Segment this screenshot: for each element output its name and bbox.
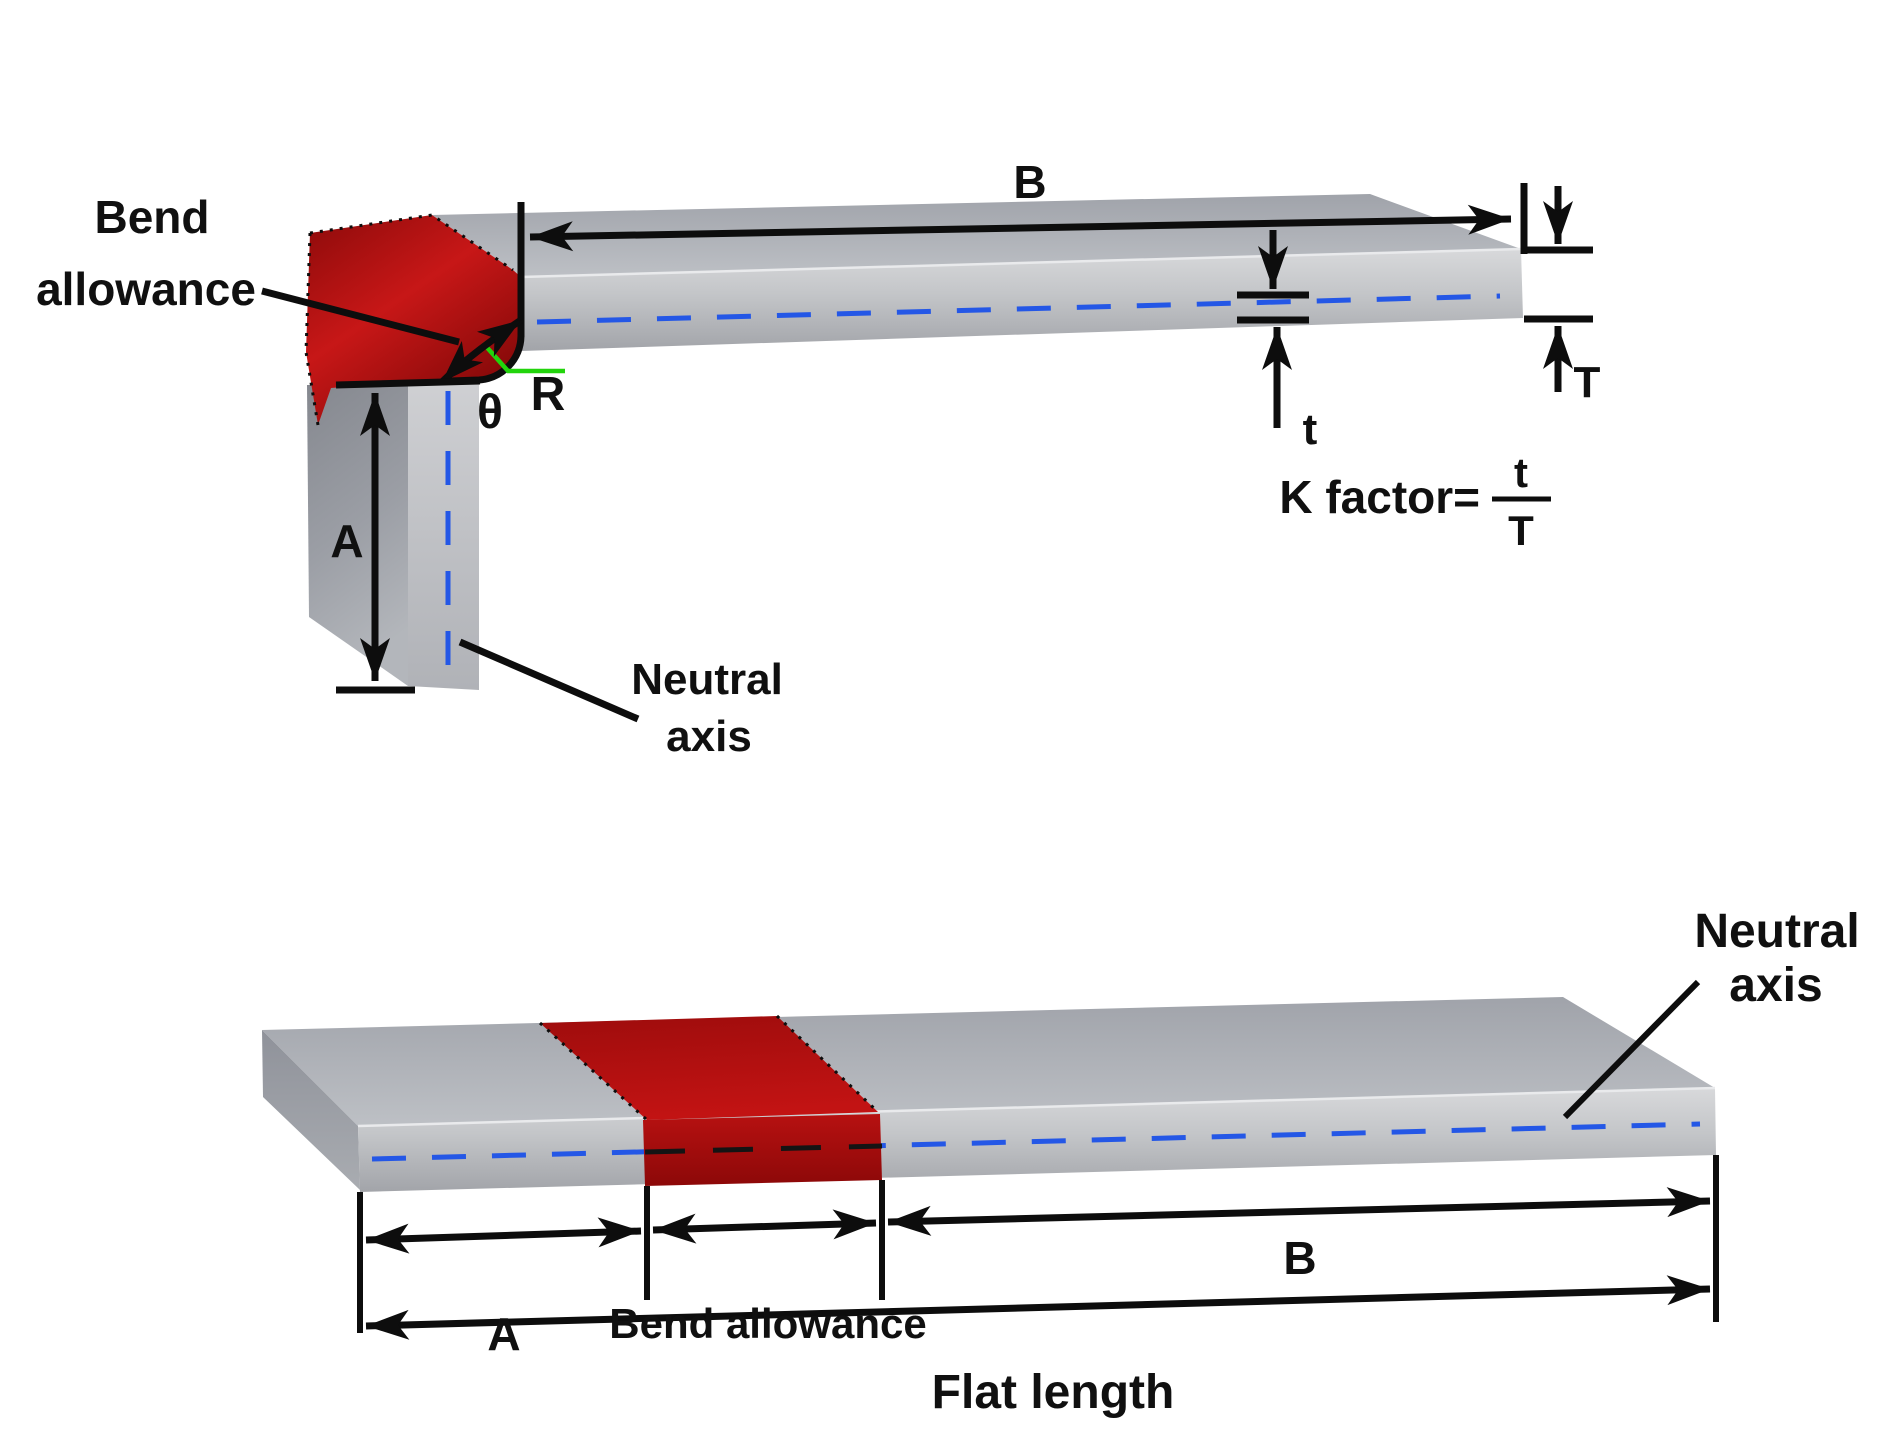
flat-bend-allowance-label: Bend allowance xyxy=(609,1300,926,1347)
flat-bend-allowance-dimension-arrow xyxy=(652,1209,877,1244)
bend-allowance-label-line2: allowance xyxy=(36,263,256,315)
flat-length-dimension-arrow xyxy=(365,1275,1711,1340)
flat-front-edge-highlight xyxy=(357,1086,1716,1128)
neutral-axis-label-top-line2: axis xyxy=(666,712,752,761)
flat-b-label: B xyxy=(1283,1232,1316,1284)
bent-front-edge-highlight xyxy=(520,247,1522,279)
bent-leg-side-face xyxy=(408,379,479,690)
neutral-axis-label-flat-line1: Neutral xyxy=(1694,905,1859,958)
neutral-axis-pointer-line-top xyxy=(458,638,640,723)
flat-length-label: Flat length xyxy=(932,1366,1175,1419)
k-factor-numerator: t xyxy=(1514,449,1528,496)
radius-label: R xyxy=(531,368,566,421)
a-top-tick xyxy=(335,377,481,389)
flat-bend-allowance-top-band xyxy=(540,1016,878,1120)
theta-label: θ xyxy=(477,386,503,439)
bend-allowance-label-line1: Bend xyxy=(95,191,210,243)
b-dimension-arrow xyxy=(529,204,1512,252)
k-factor-denominator: T xyxy=(1508,507,1534,554)
bend-region-dotted-edge-top xyxy=(309,213,514,272)
flat-view: A Bend allowance B Flat length Neutral a… xyxy=(262,905,1860,1419)
flat-left-face xyxy=(262,1030,360,1190)
bend-angle-arrow xyxy=(439,317,523,385)
flat-b-dimension-arrow xyxy=(887,1187,1711,1236)
T-label: T xyxy=(1574,358,1601,407)
k-factor-formula: K factor= t T xyxy=(1279,449,1551,554)
b-label: B xyxy=(1013,156,1046,208)
flat-a-dimension-arrow xyxy=(365,1217,642,1254)
neutral-axis-label-flat-line2: axis xyxy=(1729,959,1822,1012)
k-factor-lhs: K factor= xyxy=(1279,471,1480,523)
neutral-axis-line-horizontal xyxy=(536,293,1501,325)
bent-view: A B t T θ R Bend allowance Neutral axis … xyxy=(36,156,1600,761)
flat-band-dotted-edge-left xyxy=(538,1021,649,1122)
neutral-axis-black-dash-on-band xyxy=(644,1143,883,1155)
neutral-axis-label-top-line1: Neutral xyxy=(631,655,783,704)
a-label: A xyxy=(330,515,363,567)
bend-allowance-pointer-line xyxy=(261,287,460,346)
t-label: t xyxy=(1303,405,1318,454)
flat-bend-allowance-front-band xyxy=(643,1114,882,1186)
neutral-axis-pointer-line-flat xyxy=(1562,979,1701,1120)
neutral-axis-line-flat xyxy=(371,1121,1701,1162)
flat-a-label: A xyxy=(487,1308,520,1360)
